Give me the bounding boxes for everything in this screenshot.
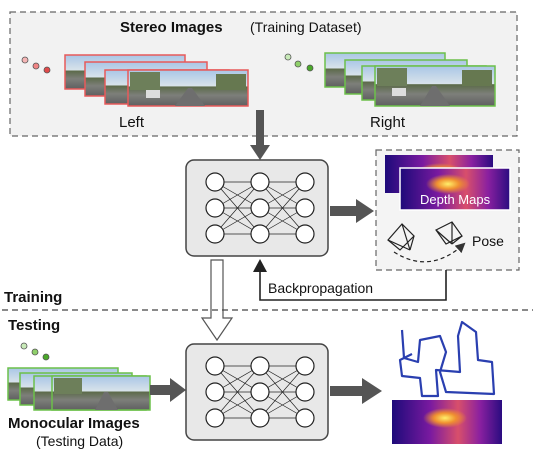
depth-maps-label: Depth Maps (420, 192, 491, 207)
right-image-stack (324, 52, 496, 107)
left-frame-4 (127, 69, 249, 107)
pose-trajectory-arc (393, 242, 466, 263)
right-frame-4 (374, 65, 496, 107)
left-image-stack (64, 54, 249, 107)
network-to-outputs-arrow (330, 199, 374, 223)
test-depth-map (392, 400, 502, 444)
training-network (185, 159, 329, 257)
camera-pose-icons (387, 221, 463, 251)
training-section-label: Training (4, 289, 62, 306)
testing-network (185, 343, 329, 441)
mono-ellipsis-dots (20, 342, 50, 361)
stereo-subtitle: (Training Dataset) (250, 19, 362, 35)
depth-map-stack (385, 155, 511, 211)
left-label: Left (119, 114, 145, 131)
mono-image-stack (7, 367, 151, 411)
backpropagation-label: Backpropagation (268, 280, 373, 296)
backpropagation-arrow (253, 259, 447, 301)
network-to-test-output-arrow (330, 378, 382, 404)
pose-label: Pose (472, 233, 504, 249)
mono-frame-4 (51, 375, 151, 411)
stereo-title: Stereo Images (120, 19, 223, 36)
mono-to-network-arrow (150, 378, 186, 402)
right-label: Right (370, 114, 406, 131)
weights-transfer-arrow (200, 259, 234, 342)
right-ellipsis-dots (284, 53, 314, 72)
testing-section-label: Testing (8, 317, 60, 334)
left-ellipsis-dots (21, 56, 51, 74)
mono-label: Monocular Images (8, 415, 140, 432)
mono-sublabel: (Testing Data) (36, 433, 123, 449)
trajectory-plot (398, 320, 496, 398)
dataset-to-network-arrow (250, 110, 270, 160)
